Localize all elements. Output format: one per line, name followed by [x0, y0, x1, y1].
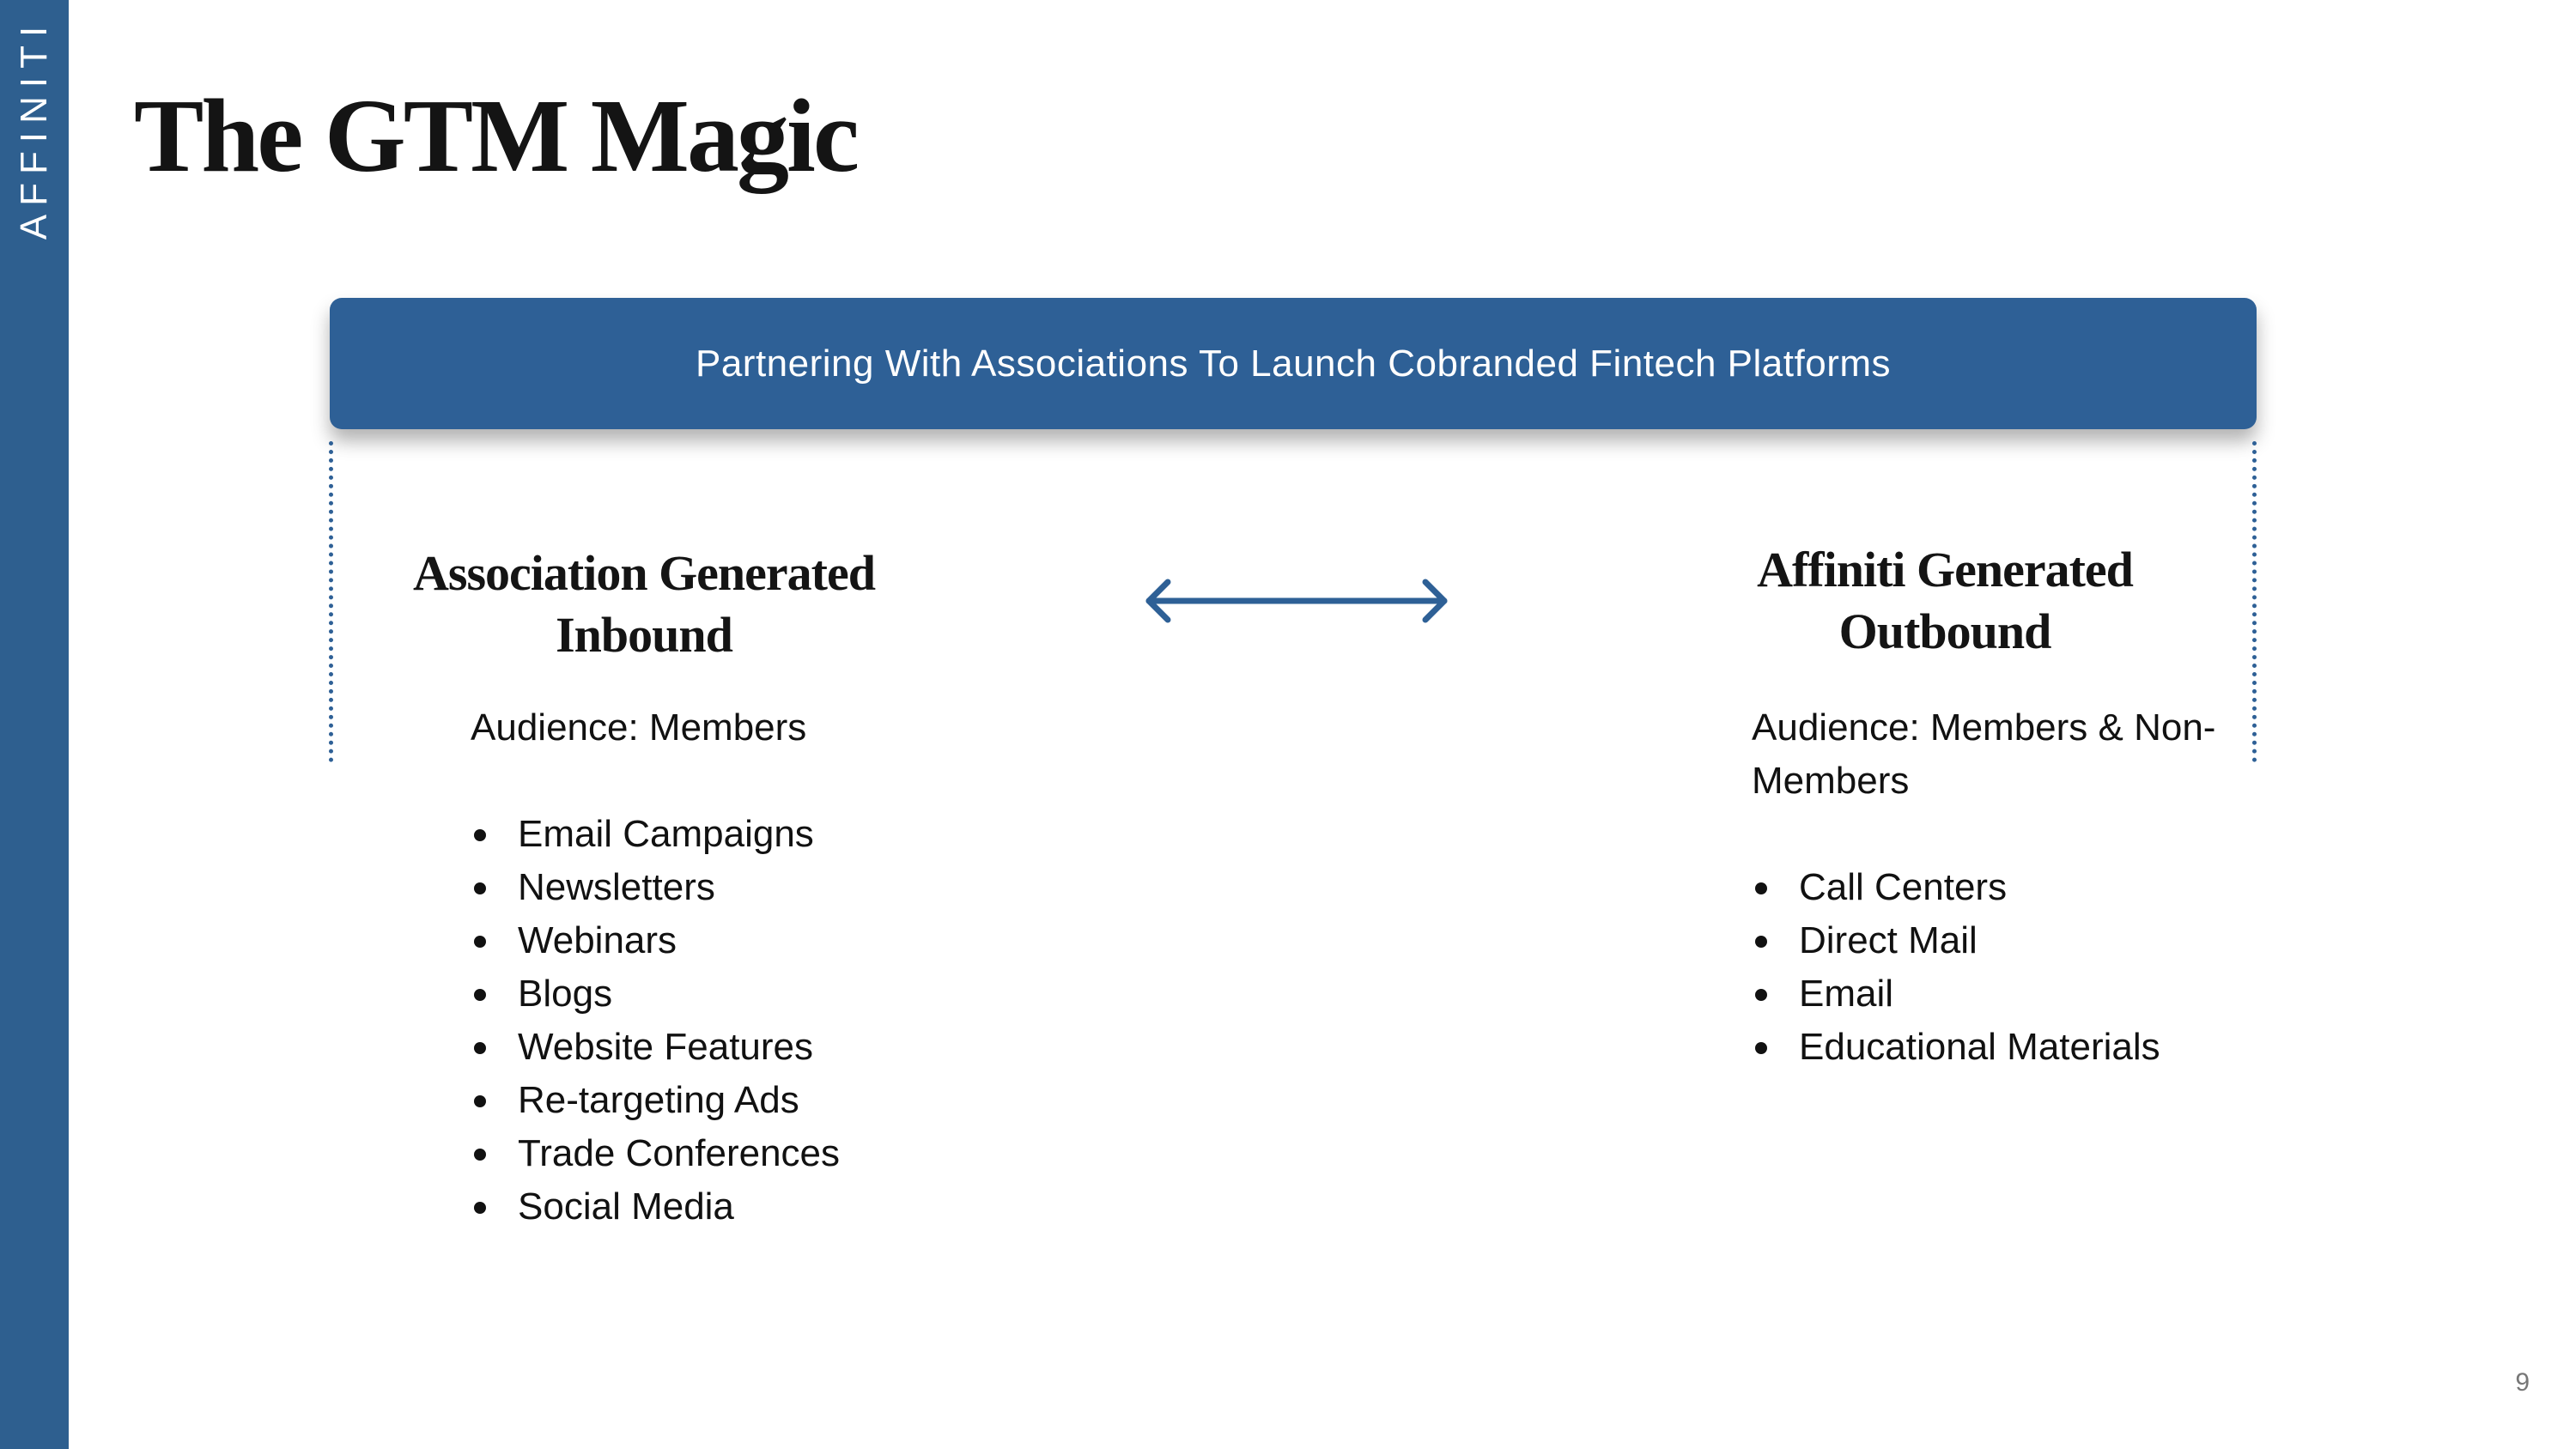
- list-item: Newsletters: [471, 861, 1072, 914]
- inbound-heading: Association Generated Inbound: [386, 543, 902, 666]
- list-item: Educational Materials: [1752, 1021, 2233, 1074]
- page-title: The GTM Magic: [134, 78, 860, 194]
- right-dotted-connector: [2252, 441, 2257, 762]
- outbound-heading: Affiniti Generated Outbound: [1687, 539, 2202, 663]
- outbound-channel-list: Call Centers Direct Mail Email Education…: [1752, 861, 2233, 1074]
- outbound-audience: Audience: Members & Non-Members: [1752, 706, 2216, 802]
- list-item: Re-targeting Ads: [471, 1074, 1072, 1127]
- inbound-heading-line1: Association Generated: [413, 545, 876, 601]
- list-item: Email Campaigns: [471, 808, 1072, 861]
- list-item: Trade Conferences: [471, 1127, 1072, 1180]
- brand-logo: AFFINITI: [13, 17, 55, 240]
- list-item: Social Media: [471, 1180, 1072, 1234]
- page-number: 9: [2515, 1368, 2530, 1397]
- list-item: Website Features: [471, 1021, 1072, 1074]
- list-item: Email: [1752, 967, 2233, 1021]
- brand-sidebar: AFFINITI: [0, 0, 69, 1449]
- inbound-heading-line2: Inbound: [556, 607, 733, 663]
- inbound-channel-list: Email Campaigns Newsletters Webinars Blo…: [471, 808, 1072, 1234]
- list-item: Webinars: [471, 914, 1072, 967]
- double-arrow-icon: [1145, 579, 1448, 623]
- outbound-column: Audience: Members & Non-Members Call Cen…: [1752, 701, 2233, 1074]
- banner-text: Partnering With Associations To Launch C…: [695, 342, 1891, 385]
- inbound-column: Audience: Members Email Campaigns Newsle…: [471, 701, 1072, 1234]
- inbound-audience: Audience: Members: [471, 706, 807, 749]
- banner: Partnering With Associations To Launch C…: [330, 298, 2257, 429]
- outbound-heading-line1: Affiniti Generated: [1757, 542, 2134, 597]
- outbound-heading-line2: Outbound: [1838, 603, 2052, 659]
- left-dotted-connector: [329, 441, 333, 762]
- list-item: Call Centers: [1752, 861, 2233, 914]
- list-item: Blogs: [471, 967, 1072, 1021]
- list-item: Direct Mail: [1752, 914, 2233, 967]
